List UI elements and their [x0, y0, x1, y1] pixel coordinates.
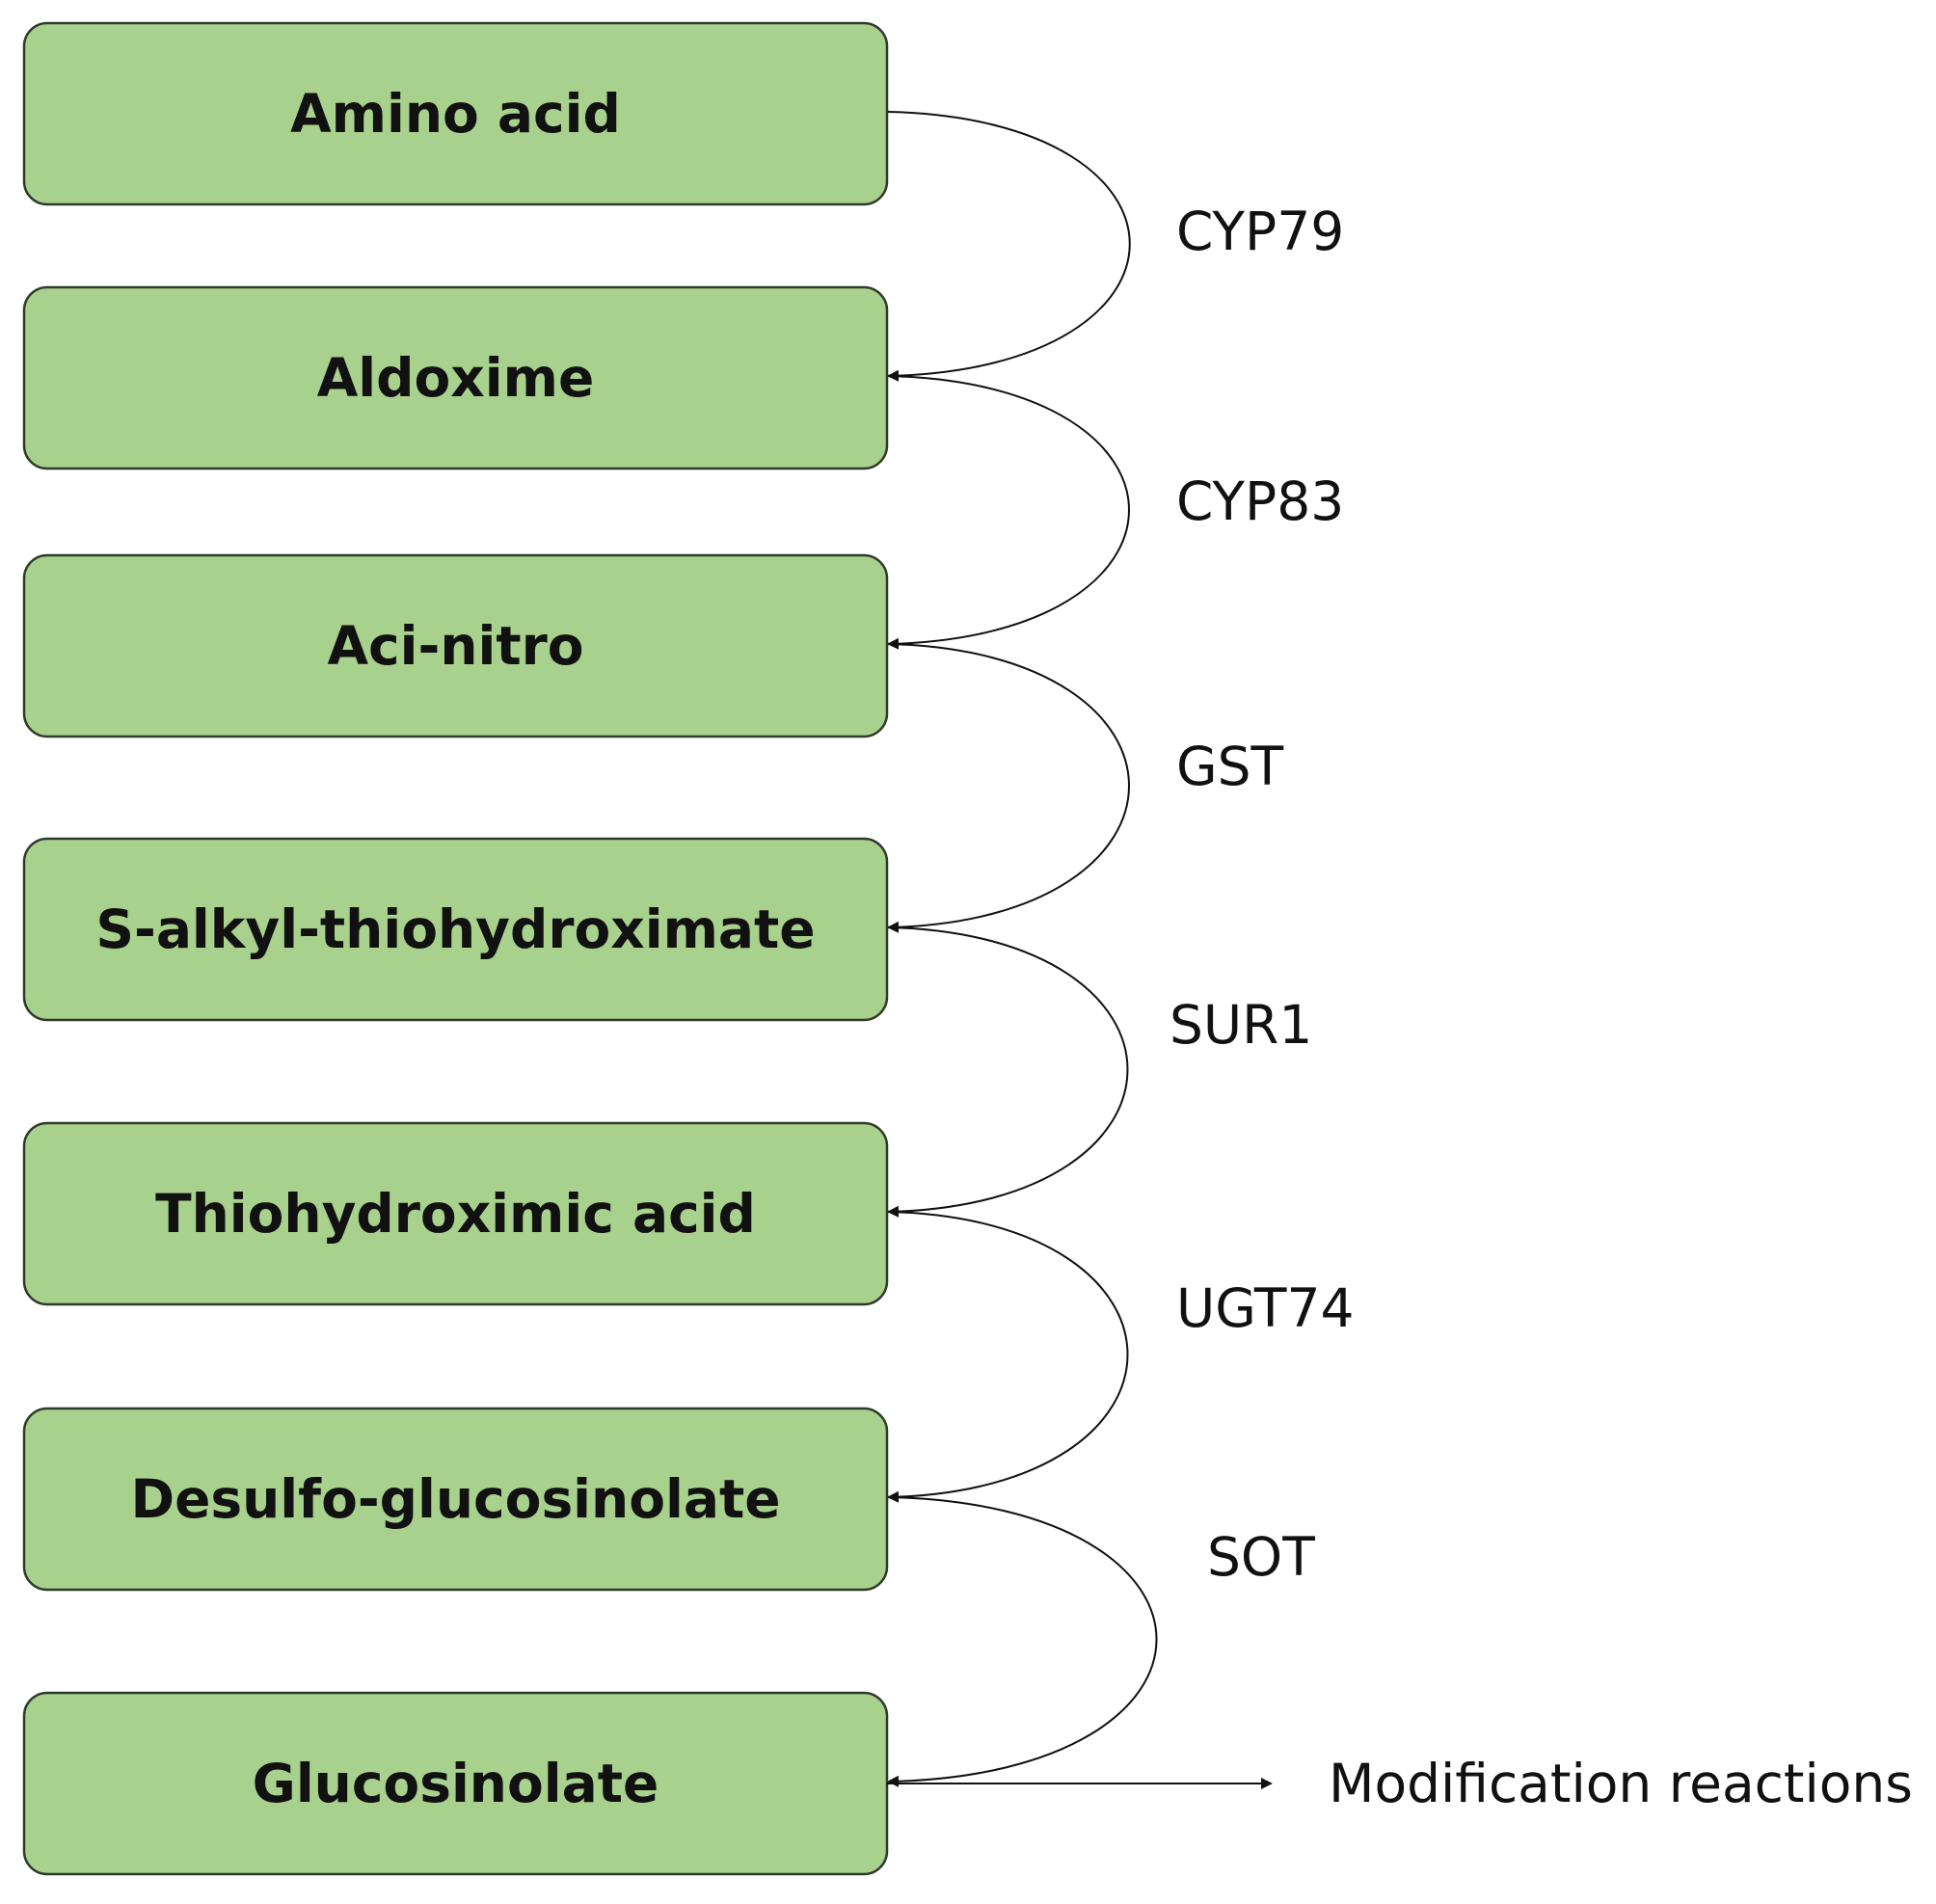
node-label: S-alkyl-thiohydroximate: [95, 898, 815, 960]
enzyme-label: CYP79: [1176, 201, 1344, 262]
edge-arrow-aci-nitro-to-s-alkyl-thiohydroximate: [878, 637, 1130, 933]
node-s-alkyl-thiohydroximate: S-alkyl-thiohydroximate: [22, 837, 889, 1022]
node-thiohydroximic-acid: Thiohydroximic acid: [22, 1121, 889, 1306]
enzyme-label: CYP83: [1176, 470, 1344, 532]
node-glucosinolate: Glucosinolate: [22, 1691, 889, 1876]
node-box: [22, 837, 889, 1022]
node-label: Amino acid: [290, 83, 621, 145]
edge-arrow-amino-acid-to-aldoxime: [878, 105, 1131, 382]
node-label: Desulfo-glucosinolate: [130, 1468, 780, 1530]
output-label: Modification reactions: [1329, 1753, 1913, 1814]
edge-arrow-desulfo-glucosinolate-to-glucosinolate: [878, 1490, 1158, 1787]
node-aci-nitro: Aci-nitro: [22, 553, 889, 738]
node-label: Aldoxime: [317, 347, 595, 409]
node-box: [22, 285, 889, 470]
enzyme-label: SUR1: [1170, 994, 1312, 1056]
enzyme-label: UGT74: [1176, 1277, 1355, 1339]
edge-arrow-aldoxime-to-aci-nitro: [878, 369, 1130, 650]
node-box: [22, 21, 889, 206]
node-desulfo-glucosinolate: Desulfo-glucosinolate: [22, 1407, 889, 1592]
node-aldoxime: Aldoxime: [22, 285, 889, 470]
enzyme-label: SOT: [1207, 1526, 1315, 1588]
node-amino-acid: Amino acid: [22, 21, 889, 206]
edge-arrow-s-alkyl-thiohydroximate-to-thiohydroximic-acid: [878, 921, 1129, 1218]
node-label: Aci-nitro: [327, 615, 583, 677]
edge-arrow-thiohydroximic-acid-to-desulfo-glucosinolate: [878, 1205, 1129, 1503]
enzyme-label: GST: [1176, 736, 1284, 797]
nodes-layer: Amino acidAldoximeAci-nitroS-alkyl-thioh…: [22, 21, 889, 1876]
node-label: Thiohydroximic acid: [155, 1183, 756, 1245]
node-label: Glucosinolate: [253, 1753, 659, 1814]
node-box: [22, 1121, 889, 1306]
output-layer: Modification reactions: [887, 1753, 1913, 1814]
node-box: [22, 1407, 889, 1592]
node-box: [22, 553, 889, 738]
